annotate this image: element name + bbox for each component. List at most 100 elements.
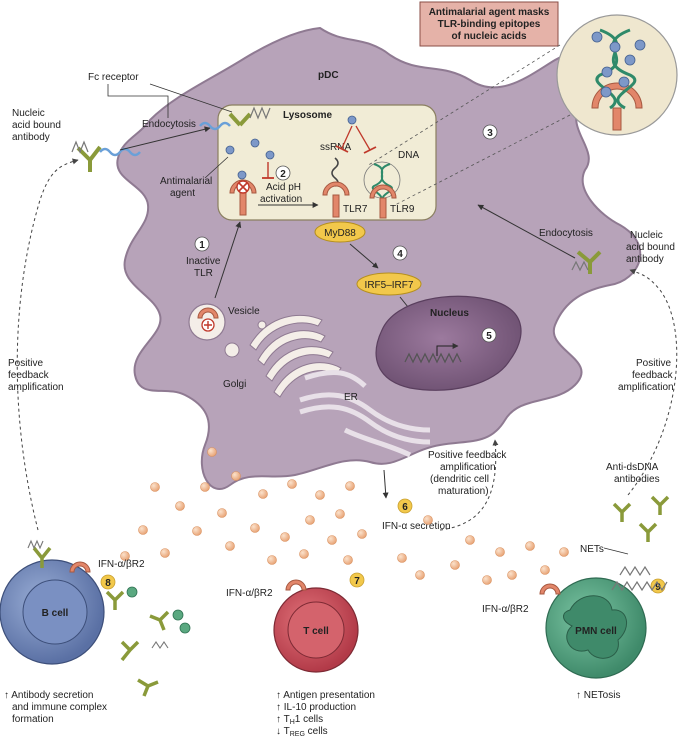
antimalarial-1: Antimalarial	[160, 176, 212, 187]
anti-dsdna-2: antibodies	[614, 474, 660, 485]
ifn-dots	[120, 447, 569, 585]
b-cell-nucleus	[22, 579, 88, 645]
ssrna-label: ssRNA	[320, 142, 351, 153]
step-5-badge	[481, 327, 497, 343]
lysosome	[217, 104, 437, 221]
zoom-inset	[556, 14, 678, 136]
lysosome-label: Lysosome	[283, 110, 333, 121]
nets-strand	[611, 580, 668, 592]
nucleus-label: Nucleus	[430, 308, 469, 319]
step-3-badge	[482, 124, 498, 140]
endocytosis-left-arrow	[119, 126, 211, 151]
step-5-number: 5	[486, 331, 492, 342]
myd88-label: MyD88	[324, 228, 356, 239]
step-2-badge	[275, 165, 291, 181]
feedback-right-3: amplification	[618, 382, 674, 393]
small-vesicle-1	[224, 342, 240, 358]
pmn-receptor-label: IFN-α/βR2	[482, 604, 529, 615]
t-cell-out-3: ↑ TH1 cells	[276, 714, 323, 726]
nucleic-left-1: Nucleic	[12, 108, 45, 119]
feedback-mid-3: (dendritic cell	[430, 474, 489, 485]
antimalarial-2: agent	[170, 188, 195, 199]
inhibit-dna-bar	[363, 146, 377, 154]
feedback-left-path	[16, 158, 79, 531]
inactive-tlr-stem	[239, 192, 247, 216]
ifn-secretion-label: IFN-α secretion	[382, 521, 451, 532]
feedback-right-1: Positive	[636, 358, 671, 369]
step-1-number: 1	[199, 240, 205, 251]
anti-dsdna-antibodies	[612, 495, 670, 542]
b-cell-out-3: formation	[12, 714, 54, 725]
tlr9-stem	[379, 197, 387, 219]
t-cell-out-2: ↑ IL-10 production	[276, 702, 356, 713]
vesicle-plus	[204, 321, 212, 329]
golgi	[249, 314, 342, 398]
membrane-antibody	[228, 112, 252, 127]
nucleic-left-3: antibody	[12, 132, 50, 143]
nucleus-dna	[404, 352, 462, 364]
endocytosis-right: Endocytosis	[539, 228, 593, 239]
zoom-line-top	[366, 44, 561, 167]
dna-label: DNA	[398, 150, 419, 161]
b-cell-antibodies	[32, 546, 170, 697]
pmn-out-1: ↑ NETosis	[576, 690, 620, 701]
feedback-right-path	[627, 268, 678, 496]
step-6-badge	[397, 498, 413, 514]
pmn-nucleus	[563, 595, 627, 659]
t-cell-nucleus	[287, 601, 345, 659]
membrane-dna-coil	[249, 106, 271, 120]
myd88-to-irf-arrow	[349, 243, 379, 269]
pmn-receptor	[539, 583, 561, 595]
header-line2: TLR-binding epitopes	[438, 19, 541, 30]
small-vesicle-2	[257, 320, 267, 330]
myd88-pill	[314, 221, 366, 243]
step-3-number: 3	[487, 128, 493, 139]
step-1-badge	[194, 236, 210, 252]
b-cell-out-1: ↑ Antibody secretion	[4, 690, 94, 701]
inactive-1: Inactive	[186, 256, 221, 267]
inhibit-dna	[355, 125, 371, 151]
t-cell-out-1: ↑ Antigen presentation	[276, 690, 375, 701]
pmn-cell-label: PMN cell	[575, 626, 617, 637]
b-cell-label: B cell	[42, 608, 69, 619]
zoom-line-bottom	[394, 114, 571, 206]
nucleic-left-2: acid bound	[12, 120, 61, 131]
fc-receptor-leader	[107, 84, 169, 118]
step-7-number: 7	[354, 576, 360, 587]
inset-receptor-stem	[612, 107, 622, 131]
step-2-number: 2	[280, 169, 286, 180]
step-4-badge	[392, 245, 408, 261]
vesicle-label: Vesicle	[228, 306, 260, 317]
blocked-x	[238, 182, 248, 192]
fc-receptor-leader-2	[149, 83, 233, 113]
nucleic-right-2: acid bound	[626, 242, 675, 253]
feedback-left-2: feedback	[8, 370, 50, 381]
tlr9-label: TLR9	[390, 204, 415, 215]
nets-label: NETs	[580, 544, 604, 555]
inhibit-ssrna-bar	[335, 145, 349, 153]
feedback-right-2: feedback	[632, 370, 674, 381]
t-cell-receptor	[285, 579, 307, 591]
step-9-number: 9	[655, 582, 661, 593]
tlr7-stem	[332, 194, 340, 218]
nets-strand-2	[619, 565, 651, 577]
b-cell-out-2: and immune complex	[12, 702, 107, 713]
left-antibody	[76, 145, 102, 172]
pdc-label: pDC	[318, 70, 339, 81]
ifn-secretion-arrow	[382, 469, 389, 499]
b-cell-antigen-dots	[126, 586, 191, 634]
step-6-number: 6	[402, 502, 408, 513]
irf-label: IRF5–IRF7	[365, 280, 414, 291]
antimalarial-dots	[225, 115, 357, 180]
left-nucleic-acid	[99, 147, 141, 157]
step-8-badge	[100, 574, 116, 590]
header-line1: Antimalarial agent masks	[429, 7, 550, 18]
feedback-left-1: Positive	[8, 358, 43, 369]
left-dna-coil	[71, 140, 89, 154]
irf-pill	[356, 272, 422, 296]
t-cell-receptor-label: IFN-α/βR2	[226, 588, 273, 599]
nets-leader	[603, 547, 629, 555]
step-4-number: 4	[397, 249, 403, 260]
inactive-2: TLR	[194, 268, 213, 279]
feedback-left-3: amplification	[8, 382, 64, 393]
